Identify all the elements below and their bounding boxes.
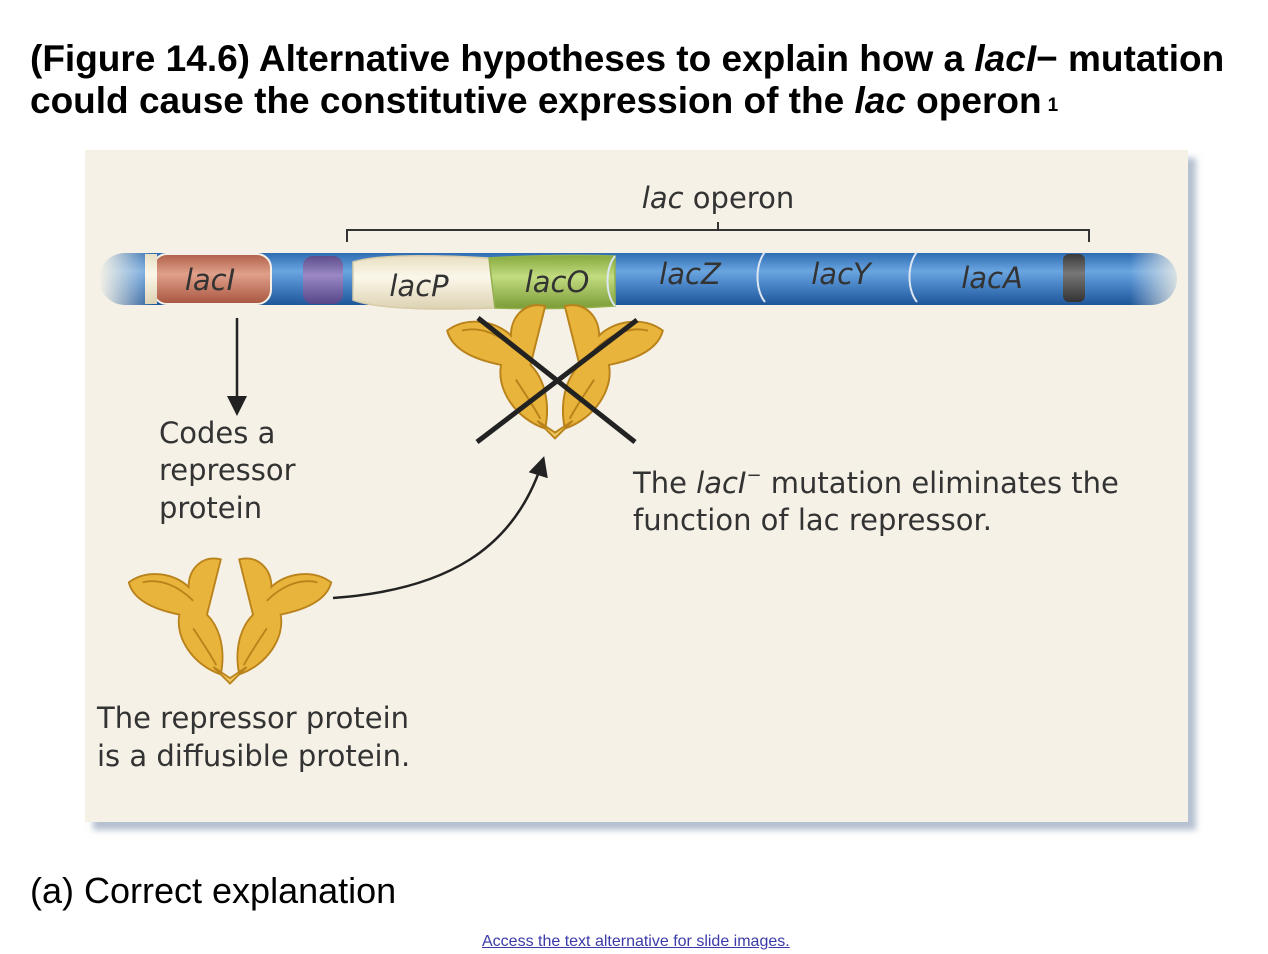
mutation-text: The lacI− mutation eliminates the functi…: [632, 465, 1128, 537]
slide-title: (Figure 14.6) Alternative hypotheses to …: [30, 38, 1260, 129]
title-part3: operon: [905, 80, 1042, 121]
gene-lacA: lacA: [961, 261, 1023, 295]
promoter-lacI-segment: [303, 256, 343, 304]
title-part1: (Figure 14.6) Alternative hypotheses to …: [30, 38, 975, 79]
title-footnote: 1: [1047, 95, 1059, 116]
cross-out-icon: [475, 316, 639, 444]
gene-lacP: lacP: [389, 269, 449, 303]
terminator-segment: [1063, 254, 1085, 302]
diffusible-text: The repressor protein is a diffusible pr…: [96, 701, 418, 773]
title-part2: − mutation could cause the constitutive …: [30, 38, 1225, 121]
panel-caption: (a) Correct explanation: [30, 870, 397, 911]
gene-lacY: lacY: [811, 257, 873, 291]
gene-lacZ: lacZ: [659, 257, 722, 291]
gene-lacO: lacO: [525, 265, 590, 299]
lac-operon-diagram: lac operon lacI lacP lacO lacZ lacY lacA…: [96, 181, 1188, 773]
title-lac: lac: [854, 80, 906, 121]
repressor-protein-free: [127, 557, 333, 685]
operon-bracket: [346, 222, 1090, 242]
text-alternative-link[interactable]: Access the text alternative for slide im…: [482, 933, 790, 950]
operon-label: lac operon: [642, 181, 794, 215]
gene-lacI: lacI: [185, 263, 235, 297]
diagram-panel: lac operon lacI lacP lacO lacZ lacY lacA…: [85, 150, 1188, 822]
title-gene: lacI: [974, 38, 1037, 79]
codes-repressor-text: Codes a repressor protein: [159, 416, 305, 525]
diffusion-arrow: [332, 456, 548, 600]
